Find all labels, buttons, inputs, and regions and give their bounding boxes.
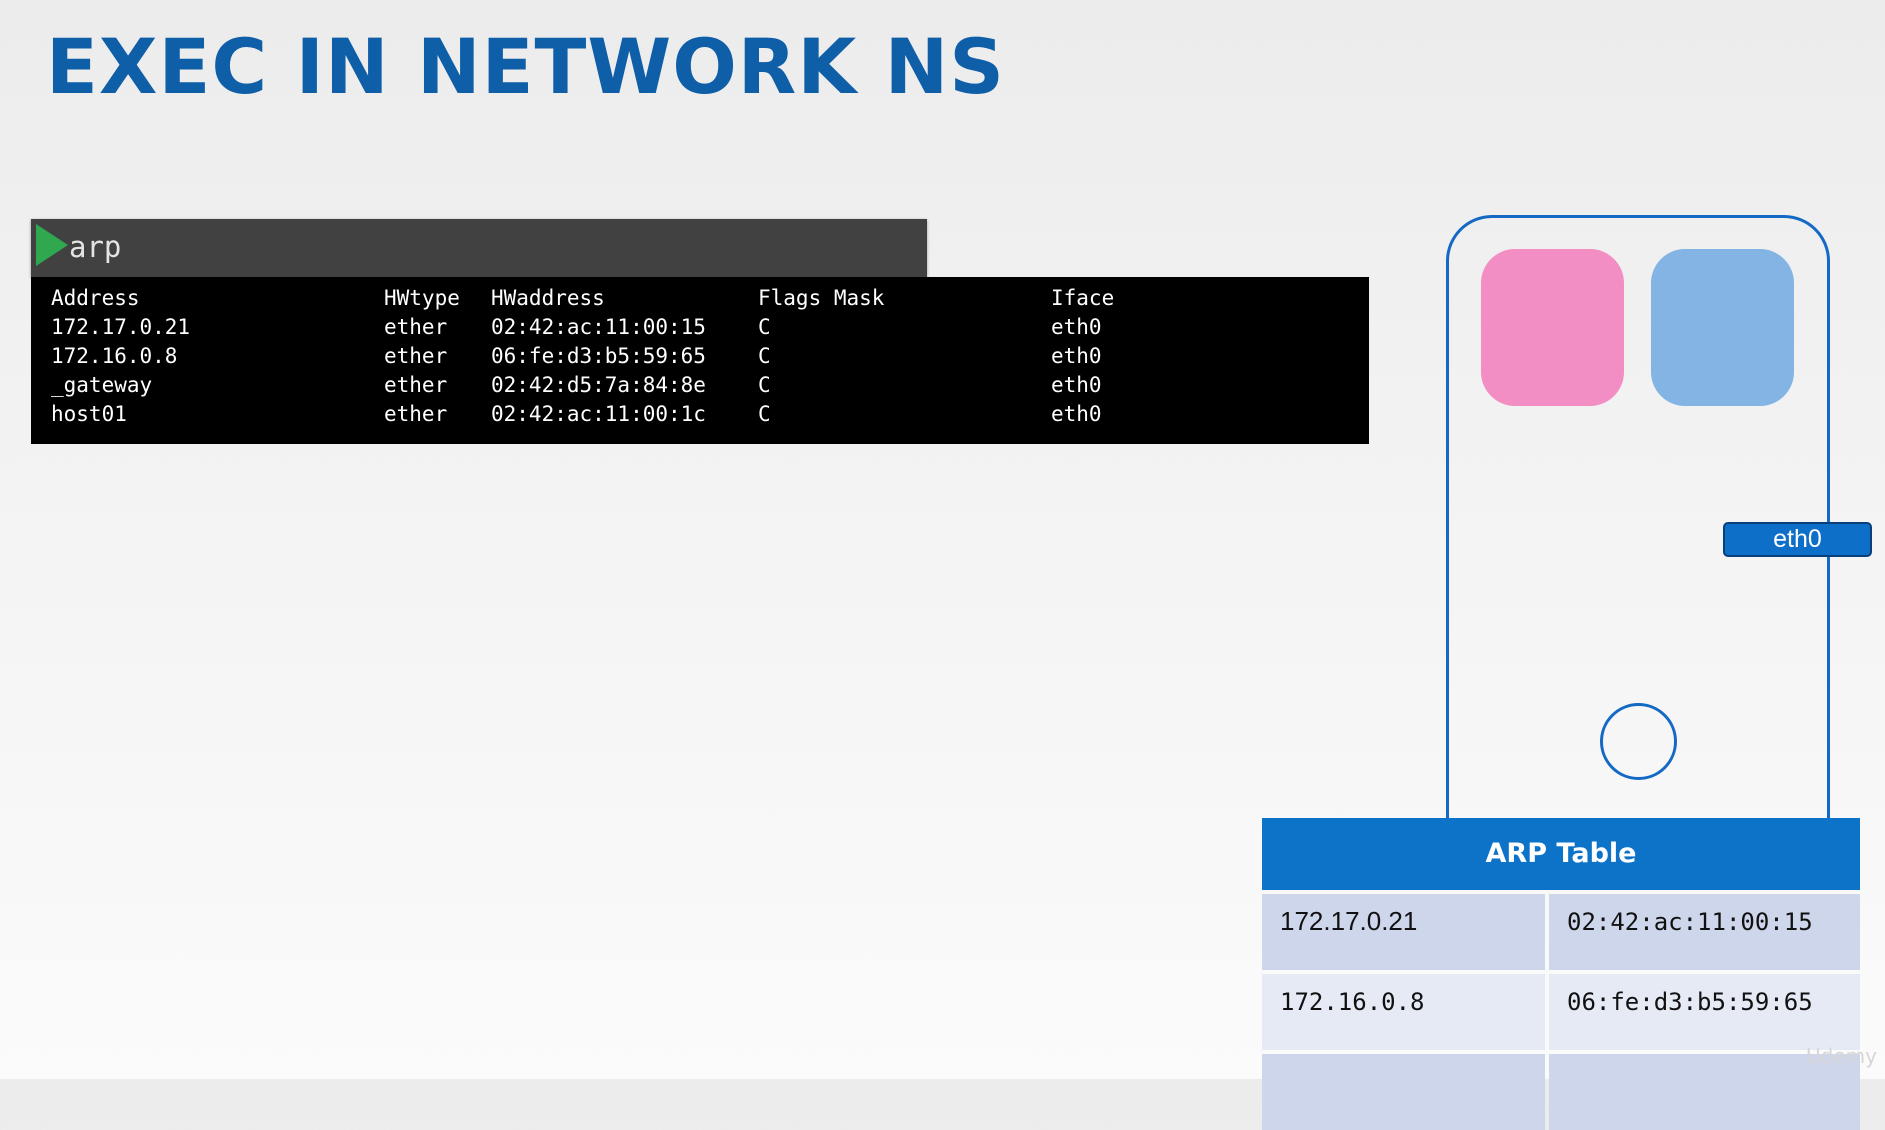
row-address: host01	[51, 402, 127, 426]
row-hwtype: ether	[384, 344, 448, 368]
arp-mac-cell: 06:fe:d3:b5:59:65	[1549, 974, 1860, 1050]
terminal-output: Address HWtype HWaddress Flags Mask Ifac…	[31, 277, 1369, 444]
arp-mac-cell: 02:42:ac:11:00:15	[1549, 894, 1860, 970]
col-header-hwaddress: HWaddress	[491, 286, 605, 310]
arp-table-row	[1262, 1054, 1860, 1130]
terminal-command-bar: arp	[31, 219, 927, 277]
col-header-iface: Iface	[1051, 286, 1115, 310]
col-header-flags: Flags Mask	[758, 286, 885, 310]
row-iface: eth0	[1051, 344, 1102, 368]
arp-ip-cell: 172.16.0.8	[1262, 974, 1545, 1050]
prompt-arrow-icon	[36, 224, 68, 266]
process-circle-icon	[1600, 703, 1677, 780]
terminal-header-row: Address HWtype HWaddress Flags Mask Ifac…	[51, 286, 1114, 315]
terminal-row: 172.16.0.8 ether 06:fe:d3:b5:59:65 C eth…	[51, 344, 1102, 373]
row-address: 172.16.0.8	[51, 344, 178, 368]
eth0-interface-badge: eth0	[1723, 522, 1872, 557]
arp-ip-cell	[1262, 1054, 1545, 1130]
arp-ip-cell: 172.17.0.21	[1262, 894, 1545, 970]
udemy-watermark: Udemy	[1806, 1044, 1877, 1068]
col-header-hwtype: HWtype	[384, 286, 460, 310]
row-hwaddress: 02:42:ac:11:00:15	[491, 315, 706, 339]
arp-table-title: ARP Table	[1262, 818, 1860, 890]
row-iface: eth0	[1051, 373, 1102, 397]
row-iface: eth0	[1051, 315, 1102, 339]
row-hwaddress: 06:fe:d3:b5:59:65	[491, 344, 706, 368]
terminal-row: 172.17.0.21 ether 02:42:ac:11:00:15 C et…	[51, 315, 1102, 344]
row-flags: C	[758, 344, 771, 368]
arp-table: ARP Table 172.17.0.21 02:42:ac:11:00:15 …	[1262, 818, 1860, 1130]
row-address: 172.17.0.21	[51, 315, 191, 339]
row-iface: eth0	[1051, 402, 1102, 426]
arp-table-row: 172.17.0.21 02:42:ac:11:00:15	[1262, 894, 1860, 970]
row-flags: C	[758, 402, 771, 426]
terminal-row: _gateway ether 02:42:d5:7a:84:8e C eth0	[51, 373, 1102, 402]
row-hwaddress: 02:42:d5:7a:84:8e	[491, 373, 706, 397]
container-blue	[1651, 249, 1794, 406]
row-address: _gateway	[51, 373, 153, 397]
terminal-command: arp	[69, 230, 122, 264]
arp-table-row: 172.16.0.8 06:fe:d3:b5:59:65	[1262, 974, 1860, 1050]
row-hwtype: ether	[384, 402, 448, 426]
row-hwtype: ether	[384, 373, 448, 397]
col-header-address: Address	[51, 286, 140, 310]
row-hwaddress: 02:42:ac:11:00:1c	[491, 402, 706, 426]
container-pink	[1481, 249, 1624, 406]
slide-title: EXEC IN NETWORK NS	[46, 22, 1006, 111]
row-hwtype: ether	[384, 315, 448, 339]
terminal-row: host01 ether 02:42:ac:11:00:1c C eth0	[51, 402, 1102, 431]
row-flags: C	[758, 373, 771, 397]
row-flags: C	[758, 315, 771, 339]
